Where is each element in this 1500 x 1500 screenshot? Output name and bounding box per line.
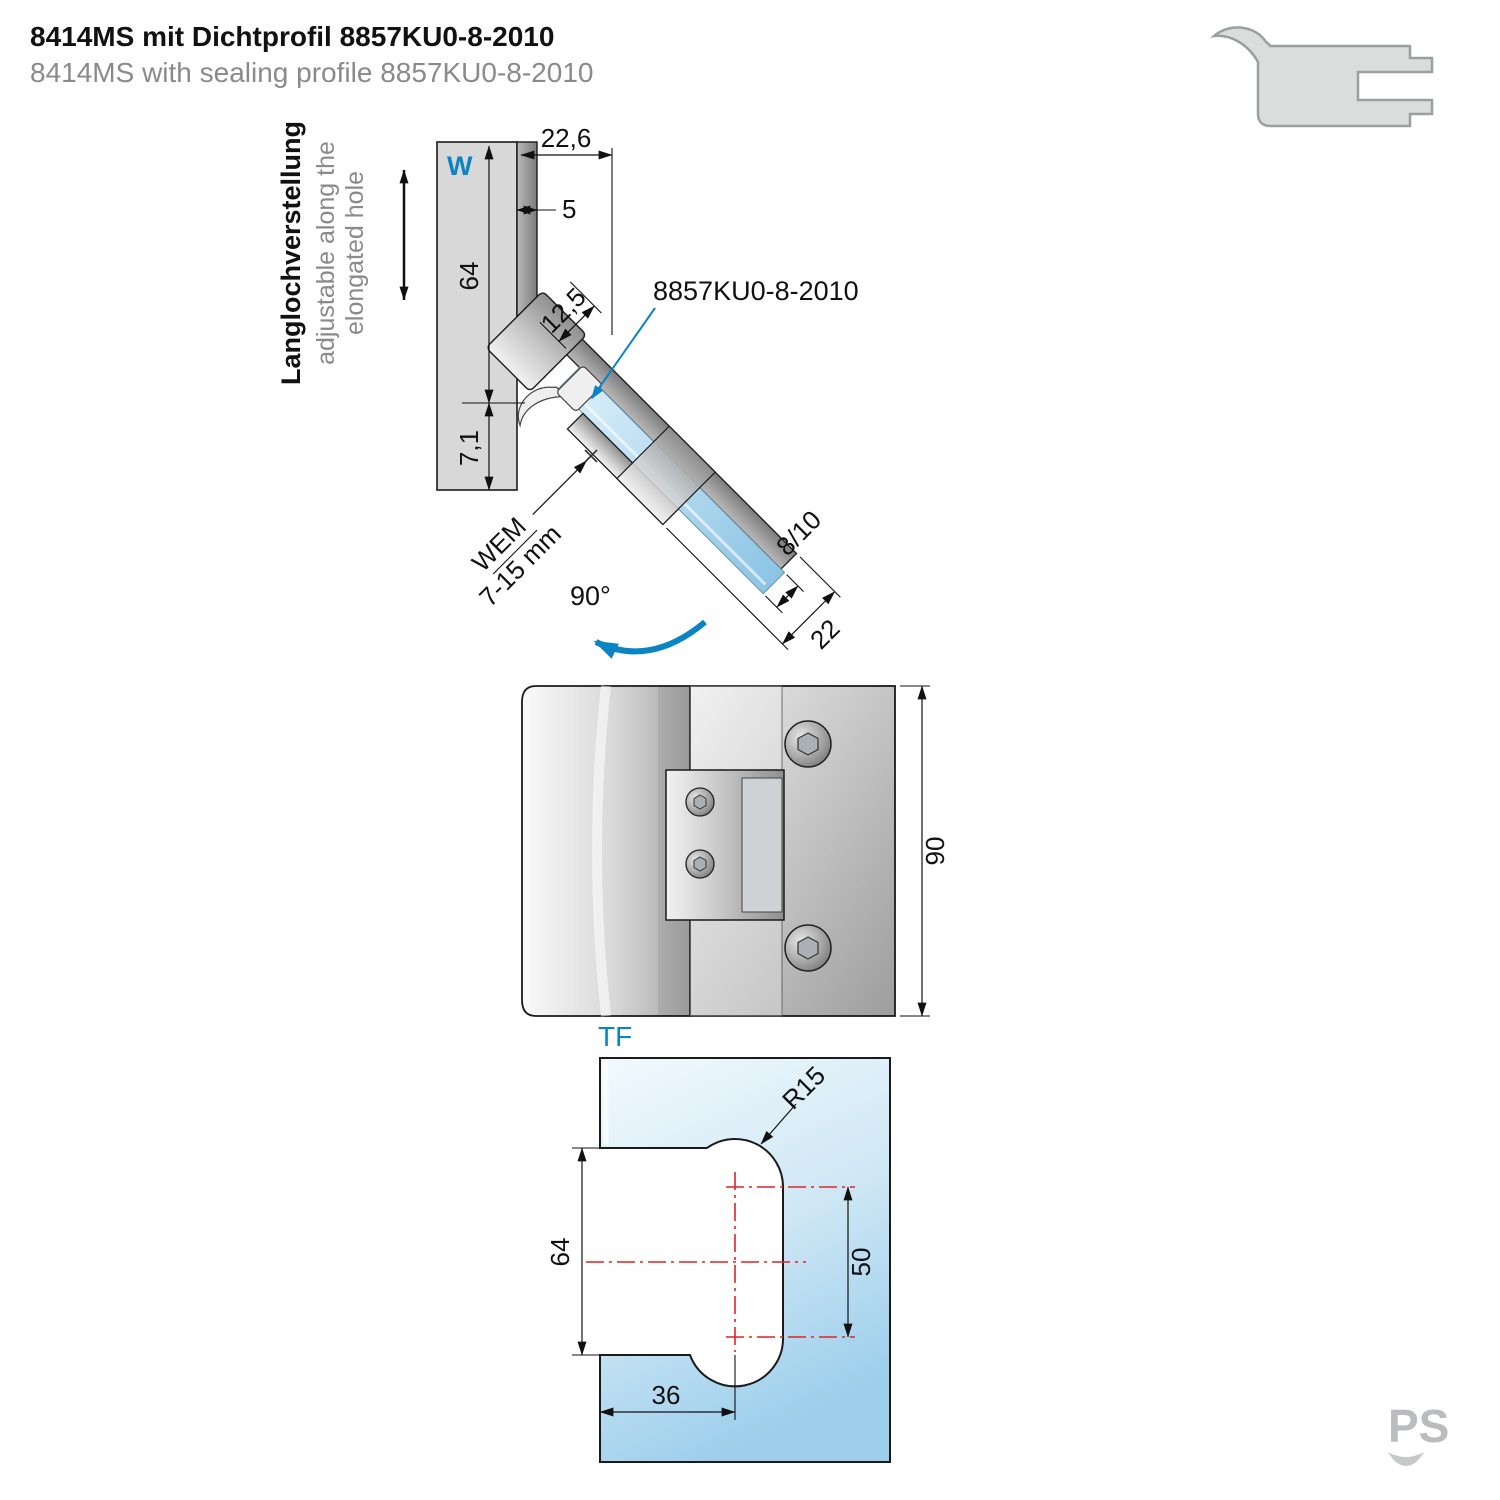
title-en: 8414MS with sealing profile 8857KU0-8-20…: [30, 57, 593, 88]
clamp-screw-top-icon: [784, 720, 832, 768]
svg-text:5: 5: [562, 194, 576, 224]
dim-5: 5: [516, 194, 576, 224]
dim-36: 36: [599, 1355, 736, 1420]
sealing-profile-section: [517, 366, 602, 428]
adjustment-screw-top-icon: [685, 787, 715, 817]
template-label-tf: TF: [598, 1021, 632, 1052]
note-langloch-de: Langlochverstellung: [276, 121, 306, 385]
seal-leader-line: [591, 307, 656, 400]
note-adjustable-en-line1: adjustable along the: [312, 141, 340, 365]
ps-logo-ornament: [1388, 1452, 1424, 1466]
clamp-screw-bottom-icon: [784, 924, 832, 972]
adjustment-screw-bottom-icon: [685, 849, 715, 879]
seal-callout: 8857KU0-8-2010: [591, 276, 859, 400]
dim-90: 90: [900, 685, 950, 1017]
glass-template-view: 64 50 36 R15: [545, 1057, 891, 1463]
front-right-leaf-recess-bottom: [689, 919, 783, 1017]
note-adjustable-en-line2: elongated hole: [341, 171, 369, 335]
svg-text:64: 64: [545, 1238, 575, 1267]
dim-50: 50: [843, 1186, 876, 1338]
svg-text:22,6: 22,6: [541, 123, 592, 153]
seal-label: 8857KU0-8-2010: [653, 276, 859, 306]
front-view: 90 TF: [521, 685, 950, 1052]
sealing-profile-thumbnail-icon: [1210, 26, 1434, 128]
rotation-arrow: [593, 619, 707, 659]
svg-text:90: 90: [920, 837, 950, 866]
front-right-leaf-recess-top: [689, 685, 783, 771]
svg-text:PS: PS: [1388, 1400, 1449, 1452]
wall-label: W: [447, 151, 473, 181]
opening-angle-90: 90°: [570, 581, 707, 659]
dim-64-top: 64: [454, 145, 525, 404]
svg-text:90°: 90°: [570, 581, 611, 611]
svg-text:50: 50: [846, 1248, 876, 1277]
svg-text:36: 36: [652, 1380, 681, 1410]
front-left-leaf: [521, 685, 691, 1017]
hinge-arm-45deg: 12,5 WEM 7-15 mm 8/10 22: [466, 281, 846, 655]
clamp-cover: [616, 425, 717, 526]
front-knuckle-insert: [741, 777, 783, 913]
ps-logo: PS: [1388, 1400, 1449, 1466]
wall-plate: [436, 141, 518, 491]
svg-text:64: 64: [454, 262, 484, 291]
dim-22-6: 22,6: [520, 123, 613, 335]
dim-7-1: 7,1: [454, 402, 494, 491]
dim-64-template: 64: [545, 1147, 600, 1356]
top-view-side-section: W 12,5: [436, 123, 859, 659]
centerlines: [586, 1172, 855, 1352]
front-left-leaf-highlight: [592, 685, 611, 1017]
glass-panel-with-cutout: [599, 1057, 891, 1463]
title-de: 8414MS mit Dichtprofil 8857KU0-8-2010: [30, 21, 554, 52]
svg-text:7,1: 7,1: [454, 430, 484, 466]
svg-text:22: 22: [804, 613, 846, 655]
hinge-axis-cross: [584, 449, 598, 463]
